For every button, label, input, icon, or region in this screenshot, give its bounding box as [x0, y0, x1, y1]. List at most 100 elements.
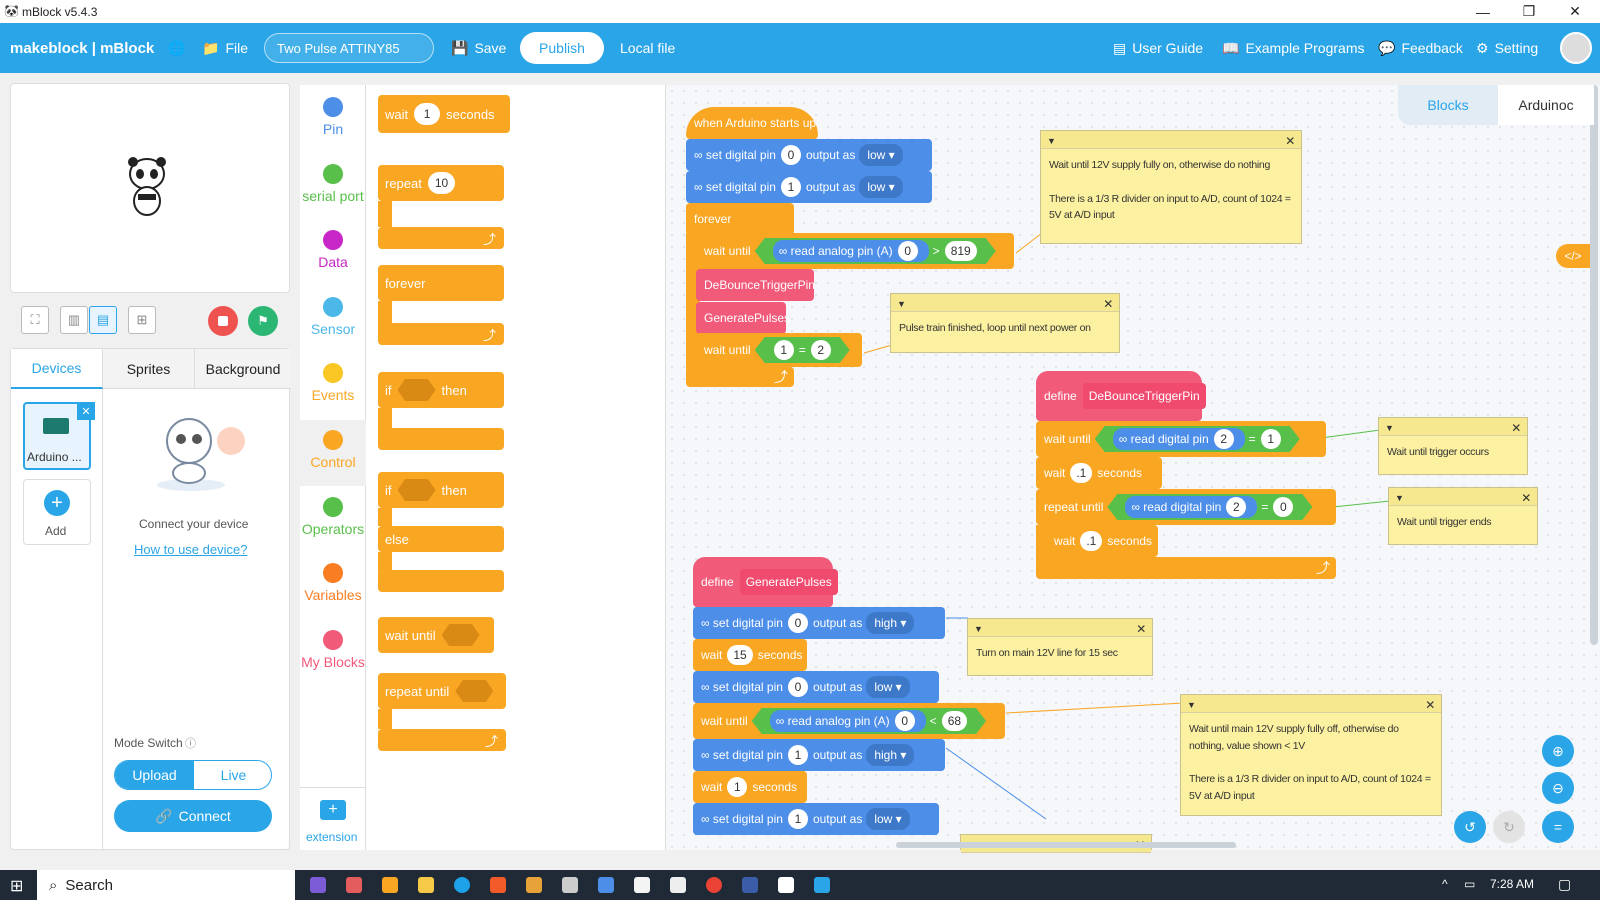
calculator-icon[interactable] — [670, 877, 686, 893]
level-dropdown[interactable]: low ▾ — [859, 144, 903, 166]
collapse-icon[interactable]: ▼ — [1047, 136, 1056, 146]
value-input[interactable]: 819 — [945, 241, 977, 261]
pin-input[interactable]: 2 — [1226, 497, 1246, 517]
greater-than-operator[interactable]: ∞ read analog pin (A)0>819 — [755, 238, 996, 264]
pin-input[interactable]: 2 — [1214, 429, 1234, 449]
tab-sprites[interactable]: Sprites — [103, 349, 195, 389]
note-text[interactable]: Wait until main 12V supply fully off, ot… — [1189, 723, 1431, 803]
grid-view-icon[interactable]: ⊞ — [128, 306, 156, 334]
media-icon[interactable] — [382, 877, 398, 893]
file-menu[interactable]: 📁File — [202, 40, 248, 57]
value-input[interactable]: 0 — [1273, 497, 1293, 517]
copilot-icon[interactable] — [310, 877, 326, 893]
windows-start-icon[interactable]: ⊞ — [10, 878, 24, 895]
fullscreen-icon[interactable]: ⛶ — [21, 306, 49, 334]
condition-slot[interactable] — [397, 479, 436, 501]
palette-wait-until-block[interactable]: wait until — [378, 617, 494, 653]
forever-block[interactable]: forever — [686, 203, 794, 235]
setting-link[interactable]: ⚙Setting — [1476, 40, 1538, 57]
extension-button[interactable]: + extension — [300, 787, 366, 850]
comment-note[interactable]: ▼✕Wait until trigger ends — [1388, 487, 1538, 545]
collapse-icon[interactable]: ▼ — [974, 624, 983, 634]
note-text[interactable]: Pulse train finished, loop until next po… — [899, 322, 1091, 334]
project-name-input[interactable] — [264, 33, 434, 63]
seconds-input[interactable]: .1 — [1070, 463, 1093, 483]
level-dropdown[interactable]: high ▾ — [866, 612, 915, 634]
globe-icon[interactable]: 🌐 — [168, 39, 186, 56]
pin-input[interactable]: 1 — [780, 177, 801, 197]
zoom-reset-icon[interactable]: = — [1542, 811, 1574, 843]
note-text[interactable]: Turn on main 12V line for 15 sec — [976, 647, 1118, 659]
pin-input[interactable]: 0 — [780, 145, 801, 165]
chrome-icon[interactable] — [706, 877, 722, 893]
connect-button[interactable]: 🔗Connect — [114, 800, 272, 832]
close-icon[interactable]: ✕ — [1285, 134, 1295, 148]
close-icon[interactable]: ✕ — [1511, 421, 1521, 435]
category-control[interactable]: Control — [300, 420, 366, 486]
app-icon[interactable] — [526, 877, 542, 893]
call-generate-pulses[interactable]: GeneratePulses — [696, 302, 790, 334]
collapse-icon[interactable]: ▼ — [1395, 493, 1404, 503]
tray-chevron-icon[interactable]: ^ — [1442, 877, 1448, 891]
close-icon[interactable]: ✕ — [1569, 3, 1581, 19]
block-input[interactable]: 1 — [414, 103, 441, 125]
publish-button[interactable]: Publish — [520, 32, 604, 64]
feedback-link[interactable]: 💬Feedback — [1378, 40, 1463, 57]
user-guide-link[interactable]: ▤User Guide — [1113, 40, 1203, 57]
tab-devices[interactable]: Devices — [11, 349, 103, 389]
collapse-icon[interactable]: ▼ — [1187, 700, 1196, 710]
seconds-input[interactable]: 15 — [727, 645, 753, 665]
pin-input[interactable]: 1 — [787, 745, 808, 765]
local-file-button[interactable]: Local file — [620, 40, 676, 56]
note-text[interactable]: Wait until 12V supply fully on, otherwis… — [1049, 159, 1291, 222]
equals-operator[interactable]: 1=2 — [755, 337, 850, 363]
value-input[interactable]: 1 — [1261, 429, 1281, 449]
remove-device-icon[interactable]: ✕ — [77, 402, 95, 420]
pin-input[interactable]: 1 — [787, 809, 808, 829]
hat-when-arduino-starts-up[interactable]: when Arduino starts up — [686, 107, 818, 139]
upload-mode-button[interactable]: Upload — [115, 761, 194, 789]
horizontal-scrollbar[interactable] — [896, 842, 1236, 848]
comment-note[interactable]: ▼ ✕ Wait until 12V supply fully on, otherw… — [1040, 130, 1302, 244]
level-dropdown[interactable]: low ▾ — [859, 176, 903, 198]
vertical-scrollbar[interactable] — [1590, 85, 1598, 645]
category-my-blocks[interactable]: My Blocks — [300, 630, 366, 670]
pin-input[interactable]: 0 — [787, 677, 808, 697]
comment-note[interactable]: ▼✕Wait until trigger occurs — [1378, 417, 1528, 475]
pin-input[interactable]: 0 — [898, 241, 918, 261]
value-input[interactable]: 2 — [811, 340, 831, 360]
value-input[interactable]: 68 — [942, 711, 967, 731]
battery-icon[interactable]: ▭ — [1464, 877, 1476, 891]
wait-until-block[interactable]: wait until∞ read analog pin (A)0<68 — [693, 703, 1005, 739]
category-operators[interactable]: Operators — [300, 497, 366, 537]
close-icon[interactable]: ✕ — [1103, 297, 1113, 311]
category-sensor[interactable]: Sensor — [300, 297, 366, 337]
note-text[interactable]: Wait until trigger occurs — [1387, 446, 1489, 458]
help-icon[interactable]: ⓘ — [185, 738, 196, 750]
read-analog-pin-block[interactable]: ∞ read analog pin (A)0 — [773, 240, 929, 262]
device-card-arduino[interactable]: ✕ Arduino ... — [23, 402, 95, 470]
pin-input[interactable]: 0 — [895, 711, 915, 731]
example-programs-link[interactable]: 📖Example Programs — [1222, 40, 1364, 57]
app-icon[interactable] — [346, 877, 362, 893]
how-to-use-device-link[interactable]: How to use device? — [134, 542, 248, 557]
tab-background[interactable]: Background — [195, 349, 291, 389]
save-button[interactable]: 💾Save — [451, 40, 506, 57]
tab-arduino-code[interactable]: Arduinoc — [1498, 85, 1594, 125]
live-mode-button[interactable]: Live — [220, 767, 247, 783]
brave-icon[interactable] — [490, 877, 506, 893]
